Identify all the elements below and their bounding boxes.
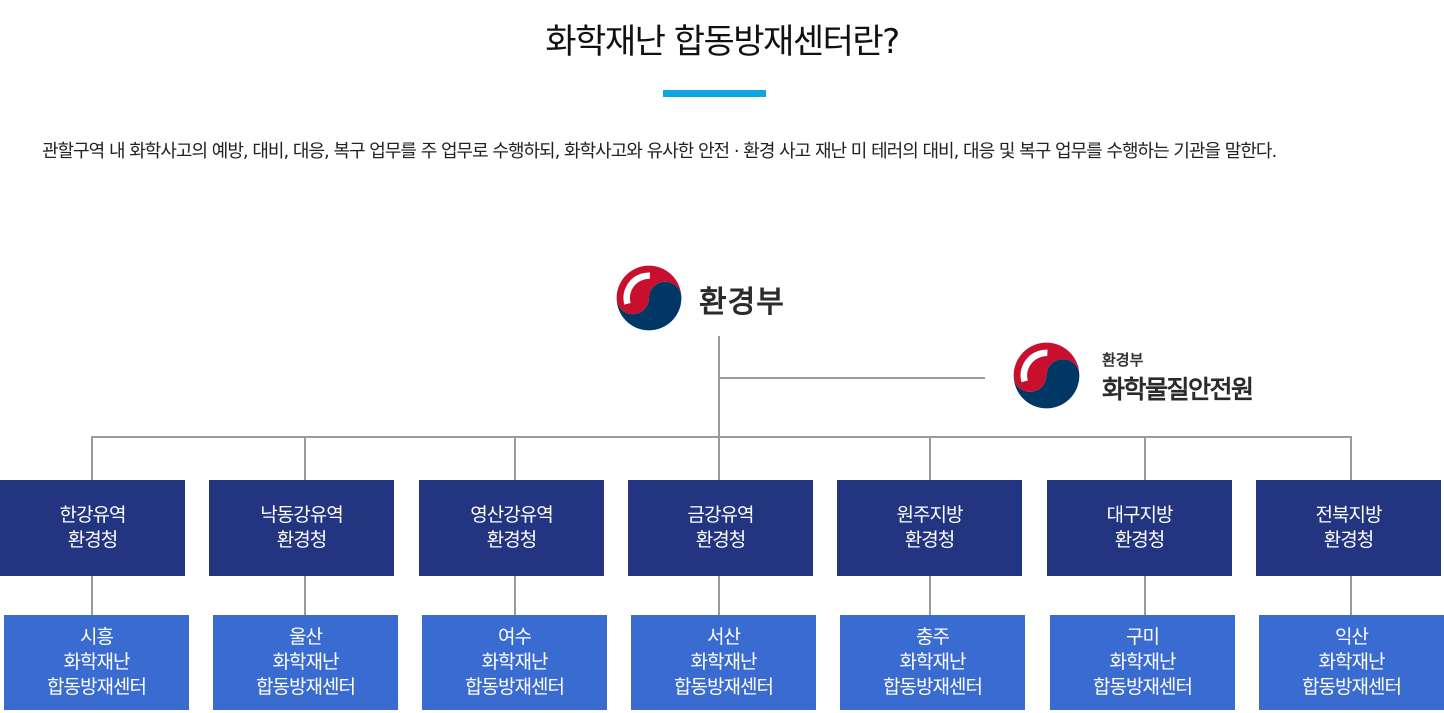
office-drop-line xyxy=(304,437,306,480)
center-line3: 합동방재센터 xyxy=(674,676,774,698)
center-box-gumi: 구미 화학재난 합동방재센터 xyxy=(1050,615,1235,710)
ministry-name: 환경부 xyxy=(699,285,785,320)
center-box-seosan: 서산 화학재난 합동방재센터 xyxy=(631,615,816,710)
office-line1: 대구지방 xyxy=(1106,504,1174,526)
office-line2: 환경청 xyxy=(276,529,327,551)
center-line2: 화학재난 xyxy=(481,651,549,673)
office-line2: 환경청 xyxy=(695,529,746,551)
center-line2: 화학재난 xyxy=(272,651,340,673)
center-city: 울산 xyxy=(289,626,323,648)
center-line2: 화학재난 xyxy=(63,651,131,673)
agency-parent-name: 환경부 xyxy=(1102,351,1144,369)
center-city: 서산 xyxy=(707,626,741,648)
center-drop-line xyxy=(929,576,931,615)
center-box-ulsan: 울산 화학재난 합동방재센터 xyxy=(213,615,398,710)
office-line1: 낙동강유역 xyxy=(260,504,343,526)
center-drop-line xyxy=(1144,576,1146,615)
center-city: 익산 xyxy=(1335,626,1369,648)
center-drop-line xyxy=(304,576,306,615)
center-line3: 합동방재센터 xyxy=(1302,676,1402,698)
description-text: 관할구역 내 화학사고의 예방, 대비, 대응, 복구 업무를 주 업무로 수행… xyxy=(42,141,1277,162)
office-box-wonju: 원주지방 환경청 xyxy=(837,480,1022,576)
center-city: 여수 xyxy=(498,626,532,648)
center-box-yeosu: 여수 화학재난 합동방재센터 xyxy=(422,615,607,710)
office-line2: 환경청 xyxy=(67,529,118,551)
office-box-jeonbuk: 전북지방 환경청 xyxy=(1256,480,1441,576)
office-line1: 전북지방 xyxy=(1315,504,1383,526)
agency-name: 화학물질안전원 xyxy=(1102,375,1254,404)
agency-branch-line xyxy=(720,377,985,379)
center-line2: 화학재난 xyxy=(1109,651,1177,673)
center-box-siheung: 시흥 화학재난 합동방재센터 xyxy=(4,615,189,710)
office-line1: 영산강유역 xyxy=(470,504,553,526)
office-line2: 환경청 xyxy=(1323,529,1374,551)
office-box-hangang: 한강유역 환경청 xyxy=(0,480,185,576)
center-line2: 화학재난 xyxy=(1318,651,1386,673)
office-drop-line xyxy=(91,437,93,480)
office-box-nakdonggang: 낙동강유역 환경청 xyxy=(209,480,394,576)
horizontal-bus-line xyxy=(91,436,1352,438)
office-line1: 한강유역 xyxy=(59,504,127,526)
center-drop-line xyxy=(1350,576,1352,615)
center-drop-line xyxy=(514,576,516,615)
office-box-daegu: 대구지방 환경청 xyxy=(1047,480,1232,576)
office-line2: 환경청 xyxy=(904,529,955,551)
center-line3: 합동방재센터 xyxy=(883,676,983,698)
office-line1: 금강유역 xyxy=(687,504,755,526)
office-line2: 환경청 xyxy=(1114,529,1165,551)
center-line3: 합동방재센터 xyxy=(1093,676,1193,698)
taeguk-emblem-icon xyxy=(615,264,683,332)
office-drop-line xyxy=(1144,437,1146,480)
office-box-geumgang: 금강유역 환경청 xyxy=(628,480,813,576)
taeguk-emblem-icon xyxy=(1012,341,1081,410)
office-box-yeongsangang: 영산강유역 환경청 xyxy=(419,480,604,576)
center-city: 구미 xyxy=(1126,626,1160,648)
center-line3: 합동방재센터 xyxy=(47,676,147,698)
office-drop-line xyxy=(514,437,516,480)
center-line3: 합동방재센터 xyxy=(256,676,356,698)
ministry-trunk-line xyxy=(718,336,720,438)
center-box-chungju: 충주 화학재난 합동방재센터 xyxy=(840,615,1025,710)
office-drop-line xyxy=(718,437,720,480)
office-line2: 환경청 xyxy=(486,529,537,551)
page-title: 화학재난 합동방재센터란? xyxy=(545,22,900,62)
center-city: 시흥 xyxy=(80,626,114,648)
center-city: 충주 xyxy=(916,626,950,648)
center-drop-line xyxy=(718,576,720,615)
center-line2: 화학재난 xyxy=(690,651,758,673)
center-line2: 화학재난 xyxy=(899,651,967,673)
office-drop-line xyxy=(1350,437,1352,480)
title-accent-bar xyxy=(663,90,766,97)
center-drop-line xyxy=(91,576,93,615)
center-line3: 합동방재센터 xyxy=(465,676,565,698)
center-box-iksan: 익산 화학재난 합동방재센터 xyxy=(1259,615,1444,710)
office-drop-line xyxy=(929,437,931,480)
office-line1: 원주지방 xyxy=(896,504,964,526)
